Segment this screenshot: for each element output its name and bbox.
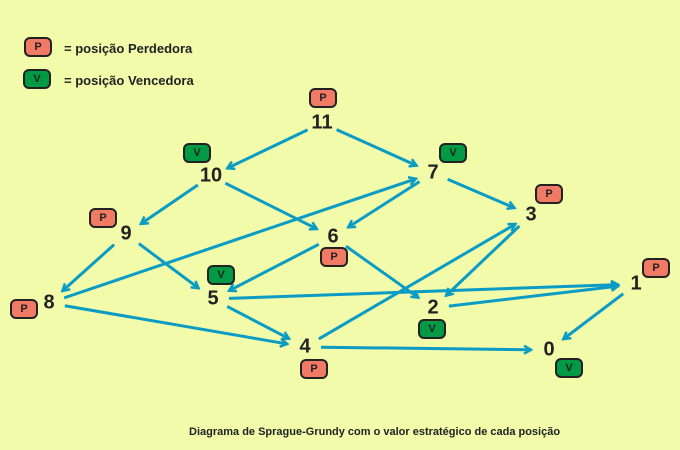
node-11-badge: P bbox=[309, 88, 337, 108]
node-7-label: 7 bbox=[427, 161, 439, 184]
edge-9-to-5 bbox=[137, 242, 199, 289]
node-8-label: 8 bbox=[43, 291, 55, 314]
edge-8-to-7 bbox=[63, 179, 416, 300]
node-9-label: 9 bbox=[120, 222, 132, 245]
node-10-label: 10 bbox=[199, 164, 223, 187]
edge-5-to-1 bbox=[228, 285, 618, 300]
edge-1-to-0 bbox=[563, 292, 625, 339]
node-5-label: 5 bbox=[207, 287, 219, 310]
edge-4-to-3 bbox=[318, 222, 516, 341]
node-1-badge: P bbox=[642, 258, 670, 278]
node-10-badge: V bbox=[183, 143, 211, 163]
edge-11-to-7 bbox=[335, 128, 417, 166]
edge-9-to-8 bbox=[62, 243, 116, 291]
node-6-label: 6 bbox=[327, 225, 339, 248]
edge-8-to-4 bbox=[64, 304, 287, 344]
node-0-label: 0 bbox=[543, 338, 555, 361]
node-2-label: 2 bbox=[427, 296, 439, 319]
edge-7-to-3 bbox=[447, 177, 515, 208]
node-7-badge: V bbox=[439, 143, 467, 163]
node-4-badge: P bbox=[300, 359, 328, 379]
edge-7-to-6 bbox=[348, 180, 421, 228]
legend-lose-label: = posição Perdedora bbox=[64, 41, 193, 56]
node-4-label: 4 bbox=[299, 335, 311, 358]
edge-4-to-0 bbox=[320, 347, 531, 350]
edge-5-to-4 bbox=[226, 305, 289, 338]
edge-11-to-10 bbox=[227, 128, 309, 168]
edge-6-to-2 bbox=[345, 245, 418, 297]
legend-win-badge: V bbox=[23, 69, 51, 89]
node-8-badge: P bbox=[10, 299, 38, 319]
node-2-badge: V bbox=[418, 319, 446, 339]
legend-lose-badge: P bbox=[24, 37, 52, 57]
diagram-caption: Diagrama de Sprague-Grundy com o valor e… bbox=[189, 426, 561, 438]
node-11-label: 11 bbox=[311, 111, 333, 134]
edge-2-to-1 bbox=[448, 286, 618, 308]
node-6-badge: P bbox=[320, 247, 348, 267]
node-5-badge: V bbox=[207, 265, 235, 285]
node-1-label: 1 bbox=[630, 272, 642, 295]
node-3-badge: P bbox=[535, 184, 563, 204]
edge-10-to-9 bbox=[141, 183, 199, 224]
node-0-badge: V bbox=[555, 358, 583, 378]
legend-win-label: = posição Vencedora bbox=[64, 73, 194, 88]
node-3-label: 3 bbox=[525, 203, 537, 226]
edge-10-to-6 bbox=[224, 181, 317, 229]
node-9-badge: P bbox=[89, 208, 117, 228]
edge-3-to-2 bbox=[446, 224, 521, 296]
edge-6-to-5 bbox=[229, 243, 320, 290]
